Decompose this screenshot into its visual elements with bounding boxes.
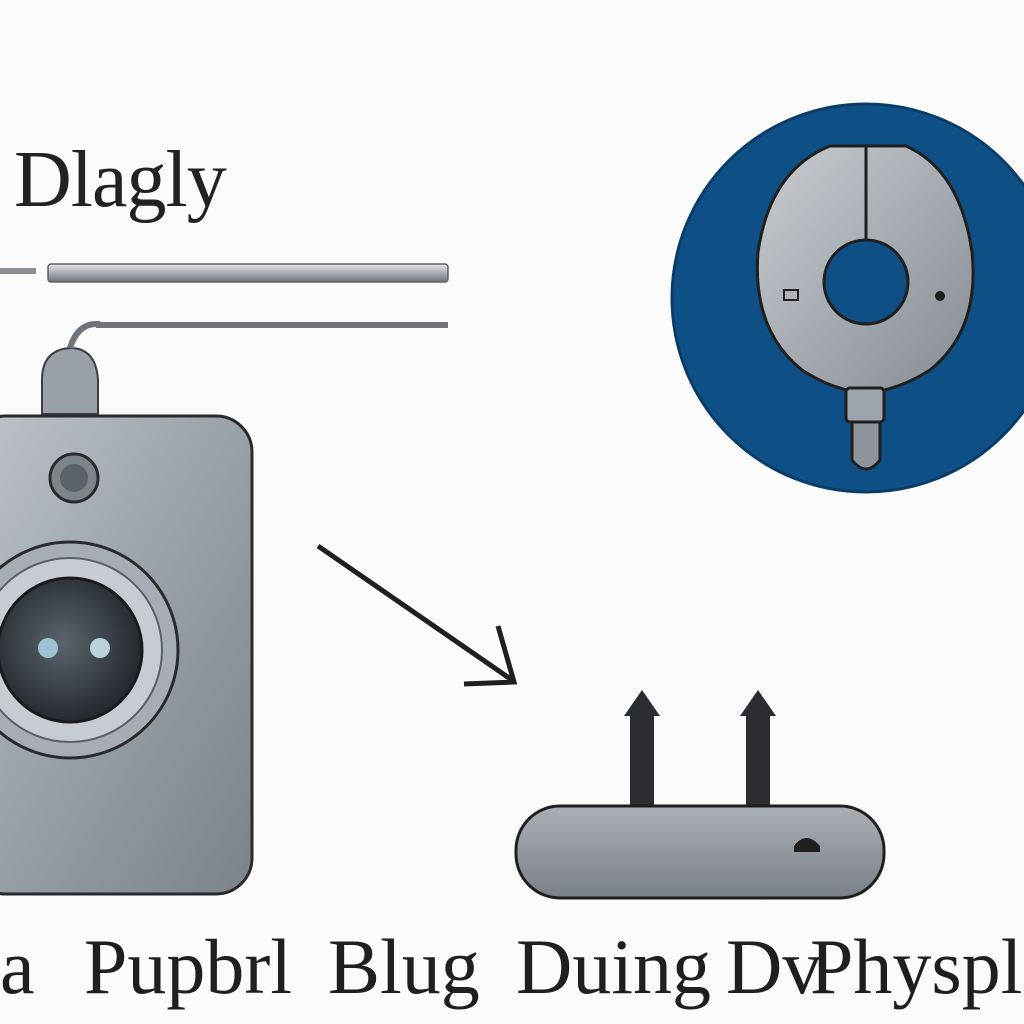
diagram-title: Dlagly [14, 136, 227, 224]
plug-adapter [514, 690, 886, 900]
caption-word: Dv [726, 923, 822, 1010]
caption-word: Pupbrl [84, 923, 293, 1010]
socket-device [0, 320, 254, 896]
diagram-caption: a Pupbrl Blug Duing Dv Physpl [0, 928, 1024, 1018]
caption-word: Blug [328, 923, 480, 1010]
caption-word: Physpl [810, 923, 1023, 1010]
arrow-icon [316, 543, 518, 687]
rod-lines [0, 263, 449, 328]
caption-word: Duing [516, 923, 711, 1010]
pendant-badge [670, 102, 1024, 494]
caption-word: a [0, 923, 35, 1010]
